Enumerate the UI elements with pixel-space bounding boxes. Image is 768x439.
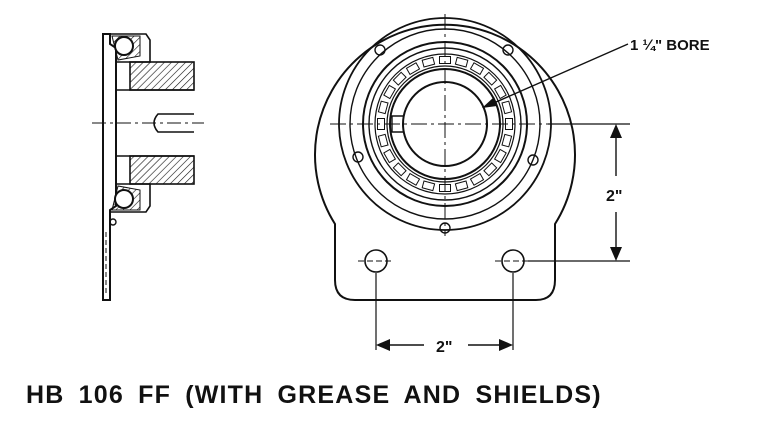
roller <box>469 62 485 76</box>
roller <box>501 133 513 148</box>
roller <box>392 162 407 177</box>
roller <box>493 84 507 100</box>
roller <box>483 162 498 177</box>
flange-outline <box>314 23 576 301</box>
roller <box>493 148 507 164</box>
roller <box>383 148 397 164</box>
front-view <box>314 14 576 301</box>
roller <box>405 172 421 186</box>
roller <box>392 71 407 86</box>
ball-top-icon <box>114 36 134 56</box>
roller <box>454 180 469 192</box>
roller <box>377 100 389 115</box>
roller <box>377 133 389 148</box>
vertical-dimension-label: 2" <box>606 188 622 205</box>
roller <box>501 100 513 115</box>
dimension-lines <box>375 43 630 351</box>
roller-ring <box>377 56 513 192</box>
roller <box>421 180 436 192</box>
roller <box>483 71 498 86</box>
ball-bottom-icon <box>114 189 134 209</box>
roller <box>405 62 421 76</box>
horizontal-dimension-label: 2" <box>436 339 452 356</box>
roller <box>383 84 397 100</box>
part-caption: HB 106 FF (WITH GREASE AND SHIELDS) <box>26 381 602 409</box>
side-section-view <box>92 33 204 301</box>
roller <box>469 172 485 186</box>
bore-label: 1 ¼" BORE <box>630 37 710 54</box>
roller <box>421 56 436 68</box>
roller <box>454 56 469 68</box>
